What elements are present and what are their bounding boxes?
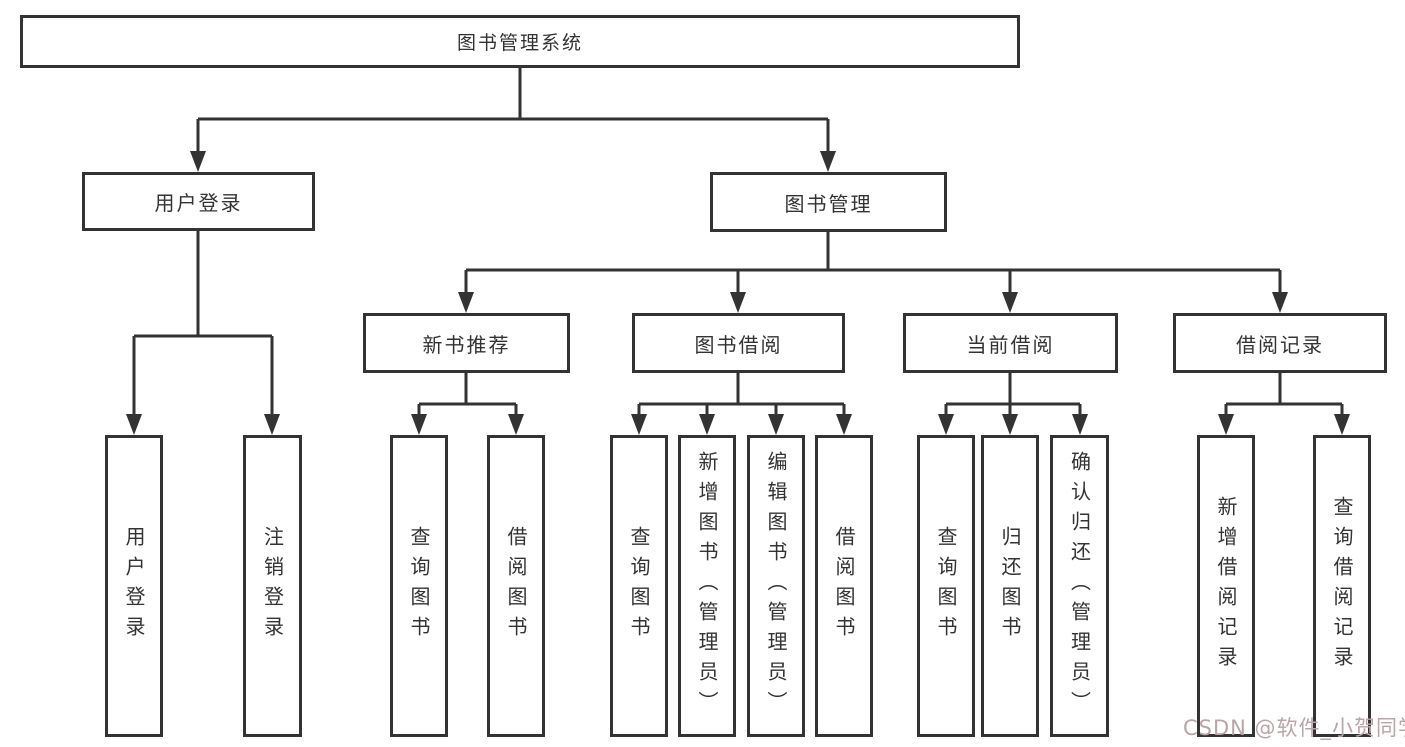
arrow-icon [730,292,746,313]
leaf-label: 编辑图书（管理员） [764,451,788,721]
leaf-borrow-books-2: 借阅图书 [815,435,873,737]
leaf-user-login: 用户登录 [105,435,163,737]
arrow-icon [836,414,852,435]
arrow-icon [1218,414,1234,435]
arrow-icon [631,414,647,435]
leaf-label: 查询图书 [627,526,651,646]
leaf-return-books: 归还图书 [981,435,1039,737]
connector-book-borrow [637,373,846,418]
arrow-icon [190,151,206,172]
arrow-icon [508,414,524,435]
arrow-icon [1002,292,1018,313]
connector-root [196,68,830,155]
leaf-label: 借阅图书 [504,526,528,646]
leaf-label: 归还图书 [998,526,1022,646]
leaf-label: 借阅图书 [832,526,856,646]
leaf-label: 用户登录 [122,526,146,646]
leaf-borrow-books-1: 借阅图书 [487,435,545,737]
leaf-label: 新增借阅记录 [1214,496,1238,676]
arrow-icon [699,414,715,435]
arrow-icon [768,414,784,435]
connector-current-borrow [944,373,1082,418]
leaf-label: 查询借阅记录 [1330,496,1354,676]
node-book-management: 图书管理 [710,172,947,232]
leaf-confirm-return-admin: 确认归还（管理员） [1050,435,1109,737]
arrow-icon [820,151,836,172]
connector-borrow-records [1224,373,1344,418]
connector-book-mgmt [464,232,1282,296]
leaf-query-books-2: 查询图书 [610,435,668,737]
node-label: 图书管理 [784,191,873,216]
node-user-login: 用户登录 [82,172,315,231]
node-label: 新书推荐 [422,332,511,357]
arrow-icon [458,292,474,313]
node-label: 图书管理系统 [456,32,583,54]
node-label: 当前借阅 [966,332,1055,357]
node-new-book-recommend: 新书推荐 [363,313,570,373]
connector-user-login [132,231,274,418]
arrow-icon [411,414,427,435]
leaf-label: 注销登录 [260,526,285,646]
leaf-label: 查询图书 [934,526,958,646]
node-library-system: 图书管理系统 [20,15,1020,68]
arrow-icon [1272,292,1288,313]
arrow-icon [126,414,142,435]
node-book-borrow: 图书借阅 [632,313,845,373]
arrow-icon [1072,414,1088,435]
node-label: 图书借阅 [694,332,783,357]
node-label: 借阅记录 [1236,332,1324,357]
leaf-add-borrow-record: 新增借阅记录 [1197,435,1255,737]
leaf-label: 确认归还（管理员） [1067,451,1092,721]
csdn-watermark: CSDN @软件_小贺同学 [1183,716,1405,740]
leaf-query-borrow-record: 查询借阅记录 [1313,435,1371,737]
node-borrow-records: 借阅记录 [1173,313,1387,373]
leaf-query-books-1: 查询图书 [390,435,448,737]
leaf-add-books-admin: 新增图书（管理员） [678,435,736,737]
connector-new-books [417,373,518,418]
leaf-label: 新增图书（管理员） [695,451,719,721]
leaf-logout: 注销登录 [243,435,302,737]
leaf-edit-books-admin: 编辑图书（管理员） [747,435,805,737]
node-label: 用户登录 [154,191,243,215]
leaf-query-books-3: 查询图书 [917,435,975,737]
arrow-icon [1002,414,1018,435]
arrow-icon [264,414,280,435]
leaf-label: 查询图书 [407,526,431,646]
arrow-icon [938,414,954,435]
node-current-borrow: 当前借阅 [903,313,1118,373]
arrow-icon [1334,414,1350,435]
